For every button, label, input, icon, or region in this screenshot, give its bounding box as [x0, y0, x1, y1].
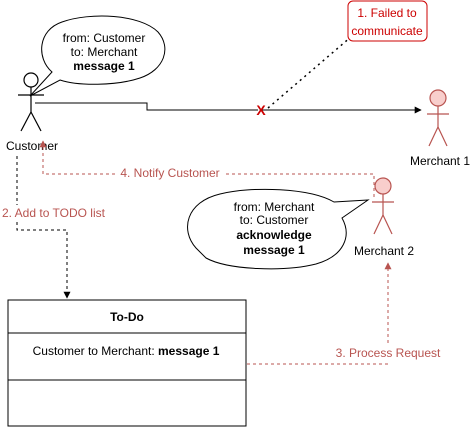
- bubble-customer-to: to: Merchant: [71, 45, 138, 59]
- customer-head: [23, 72, 39, 88]
- merchant1-label: Merchant 1: [410, 154, 470, 168]
- failure-x-mark: X: [256, 102, 266, 118]
- bubble-merchant-to: to: Customer: [240, 213, 309, 227]
- failed-note: 1. Failed to communicate: [347, 0, 428, 42]
- failed-note-line2: communicate: [351, 24, 423, 38]
- failed-message-edge: [35, 102, 422, 114]
- todo-list[interactable]: To-Do Customer to Merchant: message 1: [7, 299, 247, 427]
- todo-item[interactable]: Customer to Merchant: message 1: [33, 344, 220, 358]
- todo-item-message: message 1: [158, 344, 220, 358]
- merchant2-actor[interactable]: [372, 177, 394, 235]
- bubble-merchant-from: from: Merchant: [234, 200, 315, 214]
- notify-label-bg: [116, 165, 224, 181]
- add-todo-label: 2. Add to TODO list: [2, 206, 106, 220]
- customer-actor[interactable]: [18, 72, 44, 132]
- merchant2-label: Merchant 2: [354, 244, 414, 258]
- failed-note-line1: 1. Failed to: [357, 6, 417, 20]
- merchant-ack-bubble: from: Merchant to: Customer acknowledge …: [187, 188, 370, 270]
- bubble-customer-from: from: Customer: [63, 31, 146, 45]
- bubble-merchant-message: message 1: [243, 243, 305, 257]
- todo-title: To-Do: [110, 310, 144, 324]
- notify-customer-label: 4. Notify Customer: [120, 166, 219, 180]
- merchant2-head: [374, 177, 392, 195]
- process-label-bg: [332, 345, 444, 361]
- process-request-label: 3. Process Request: [336, 346, 441, 360]
- process-request-edge: [247, 262, 392, 365]
- merchant1-actor[interactable]: [427, 89, 449, 147]
- bubble-customer-message: message 1: [73, 59, 135, 73]
- customer-message-bubble: from: Customer to: Merchant message 1: [29, 15, 166, 97]
- merchant1-head: [429, 89, 447, 107]
- add-todo-edge: [16, 156, 71, 299]
- failure-note-connector: [267, 35, 353, 109]
- add-todo-label-bg: [0, 205, 108, 221]
- bubble-merchant-ack: acknowledge: [236, 228, 312, 242]
- customer-label: Customer: [6, 139, 58, 153]
- todo-item-prefix: Customer to Merchant:: [33, 344, 158, 358]
